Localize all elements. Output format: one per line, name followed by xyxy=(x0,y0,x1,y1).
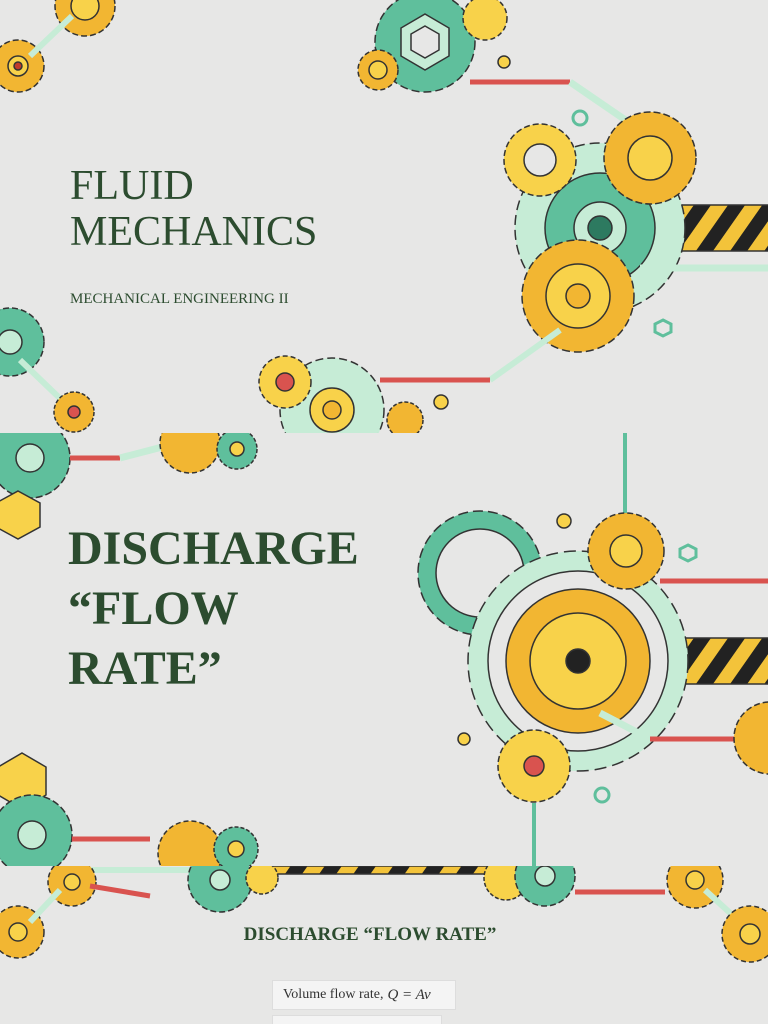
slide-discharge-flow-rate: DISCHARGE “FLOW RATE” xyxy=(0,433,768,866)
title-line: RATE” xyxy=(68,642,222,695)
section-title: DISCHARGE “FLOW RATE” xyxy=(68,519,359,699)
title-line: “FLOW xyxy=(68,582,239,635)
hex-nut-icon xyxy=(0,490,41,540)
gear-decoration xyxy=(0,433,768,866)
formula-label: Volume flow rate, xyxy=(283,987,384,1002)
formula-box-partial xyxy=(272,1015,442,1024)
title-line: FLUID xyxy=(70,163,194,209)
title-line: MECHANICS xyxy=(70,209,318,255)
formula-box: Volume flow rate, Q = Av xyxy=(272,980,456,1010)
section-heading: DISCHARGE “FLOW RATE” xyxy=(243,924,497,945)
subtitle: MECHANICAL ENGINEERING II xyxy=(70,291,289,307)
title-line: DISCHARGE xyxy=(68,522,359,575)
slide-discharge-definition: DISCHARGE “FLOW RATE” Volume flow rate, … xyxy=(0,866,768,1024)
gear-icon xyxy=(733,701,768,775)
gear-decoration xyxy=(0,0,768,433)
page-title: FLUID MECHANICS xyxy=(70,163,317,255)
gear-decoration xyxy=(0,866,768,963)
formula-expression: Q = Av xyxy=(387,986,431,1003)
hazard-stripe-icon xyxy=(269,866,491,875)
slide-fluid-mechanics: FLUID MECHANICS MECHANICAL ENGINEERING I… xyxy=(0,0,768,433)
